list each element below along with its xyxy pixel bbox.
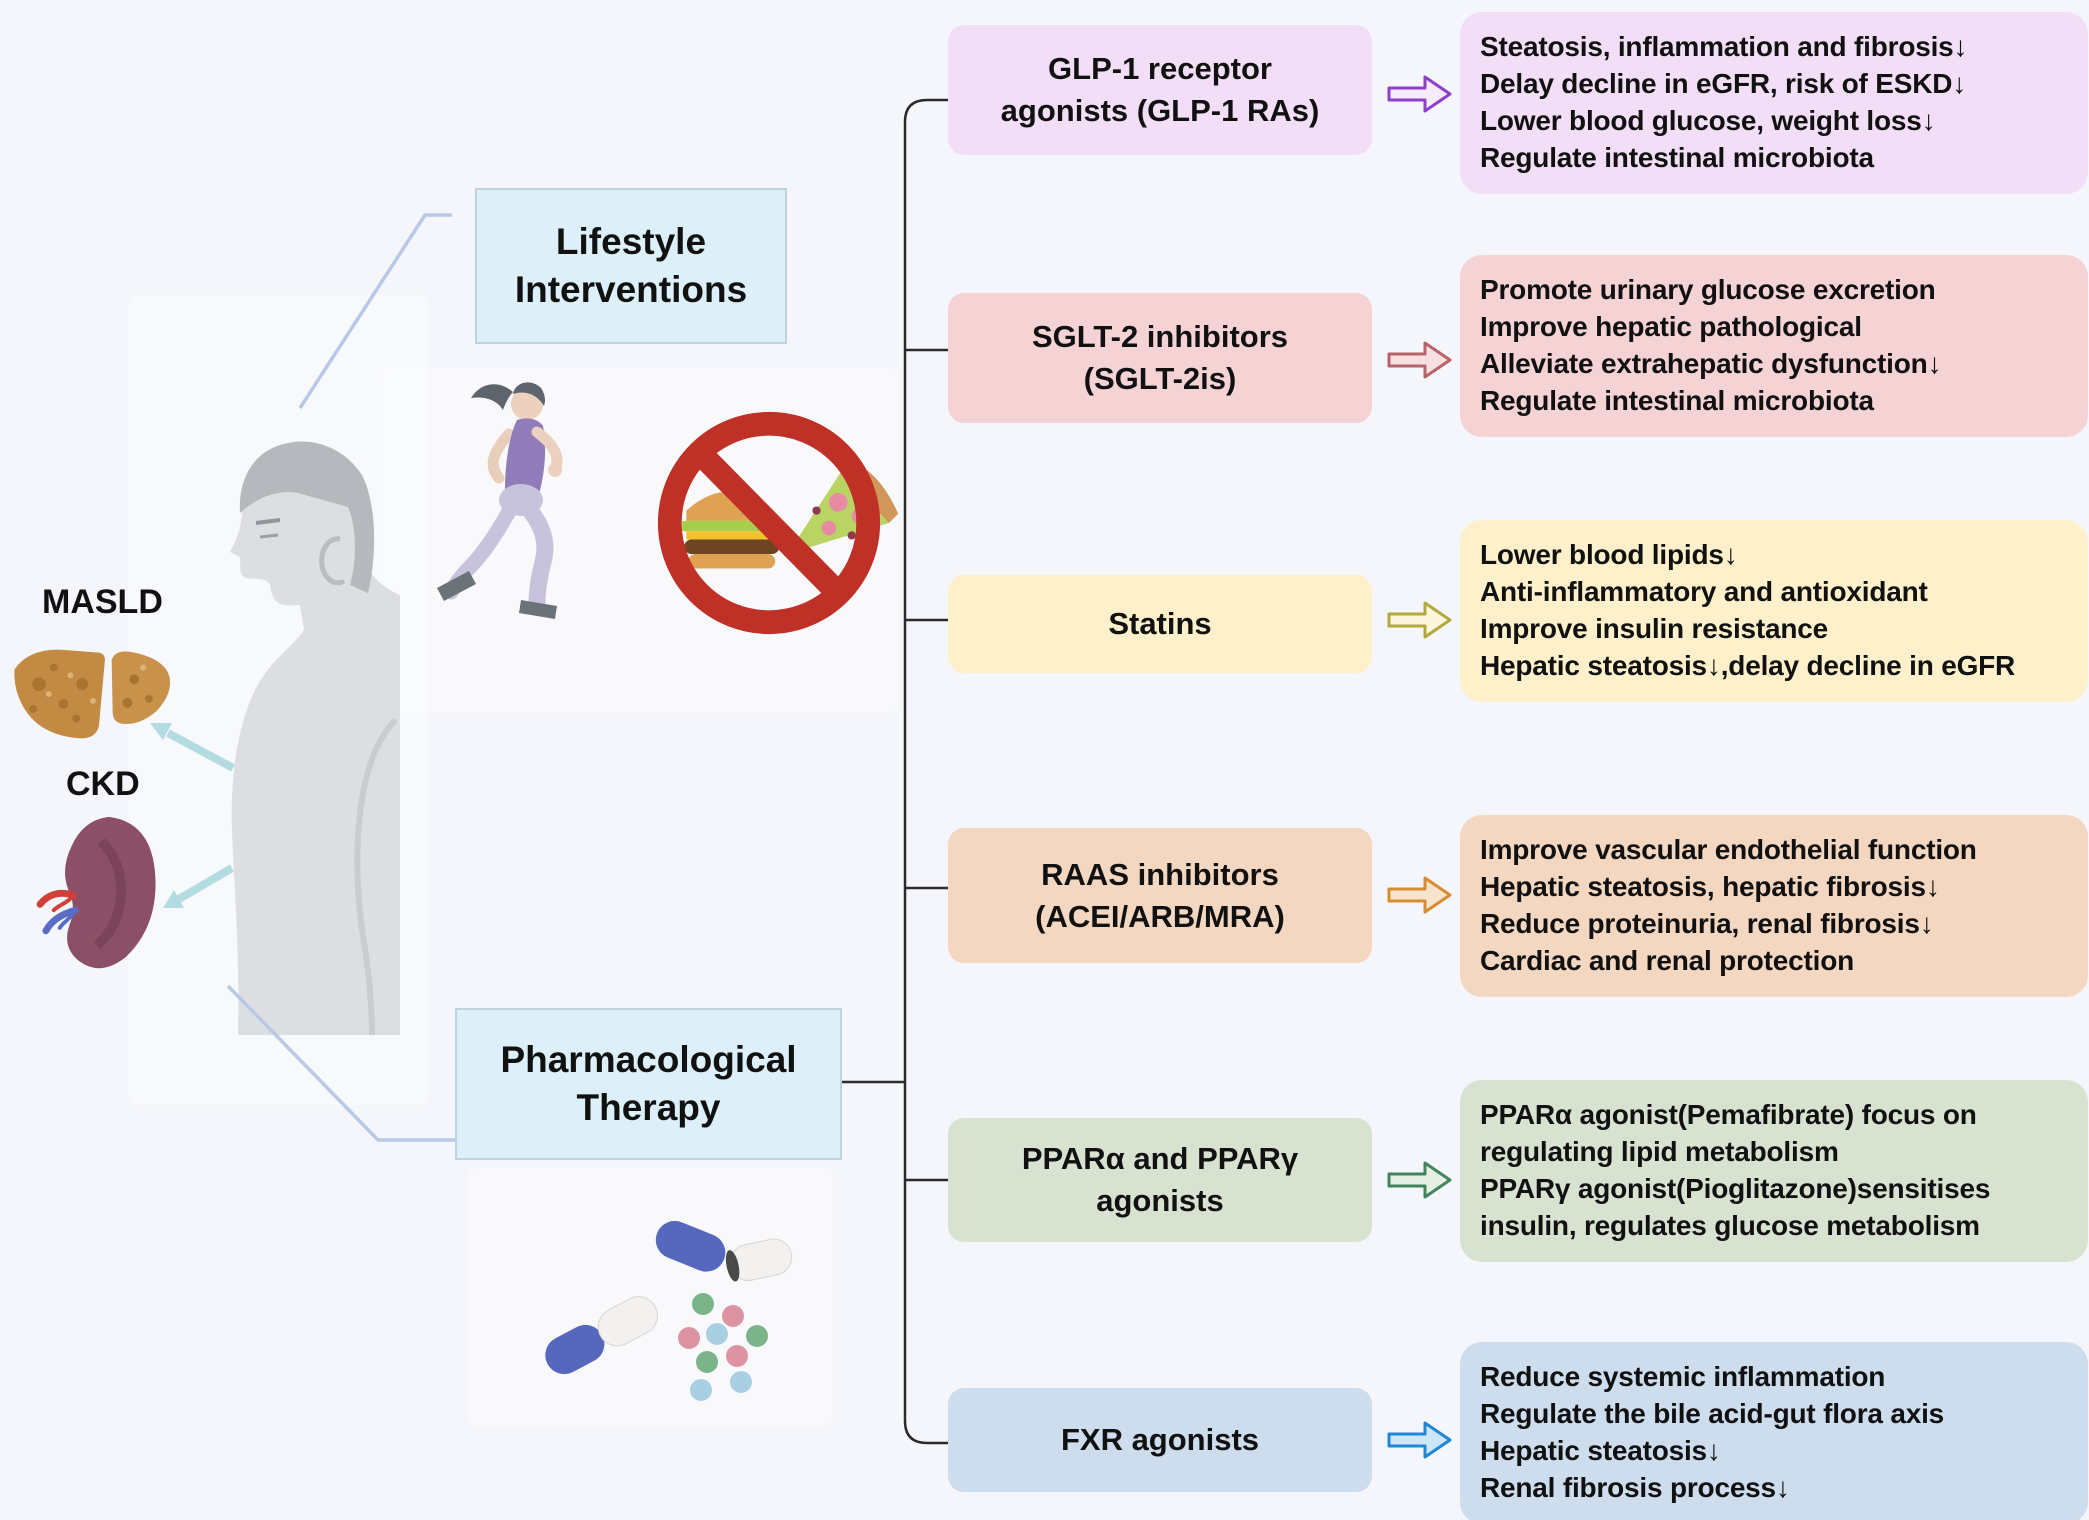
effects-box-statins: Lower blood lipids↓ Anti-inflammatory an… — [1460, 520, 2088, 702]
lifestyle-link-line — [298, 213, 452, 409]
drug-label-glp1: GLP-1 receptor agonists (GLP-1 RAs) — [1000, 51, 1320, 128]
fatty-liver-icon — [14, 649, 171, 739]
effects-text-raas: Improve vascular endothelial function He… — [1480, 834, 1977, 976]
lifestyle-interventions-label: Lifestyle Interventions — [514, 220, 748, 310]
drug-box-fxr: FXR agonists — [948, 1388, 1372, 1492]
effects-box-fxr: Reduce systemic inflammation Regulate th… — [1460, 1342, 2088, 1520]
backing-panel-pills — [468, 1168, 833, 1426]
drug-box-glp1: GLP-1 receptor agonists (GLP-1 RAs) — [948, 25, 1372, 155]
pharmacological-link-line — [226, 984, 456, 1142]
masld-label: MASLD — [42, 583, 163, 621]
human-profile-silhouette — [230, 441, 400, 1036]
effects-text-fxr: Reduce systemic inflammation Regulate th… — [1480, 1361, 1945, 1503]
pills-capsules-icon — [545, 1220, 793, 1401]
drug-label-fxr: FXR agonists — [1060, 1422, 1260, 1458]
pharmacological-therapy-box: Pharmacological Therapy — [455, 1008, 842, 1160]
drug-label-sglt2: SGLT-2 inhibitors (SGLT-2is) — [1031, 319, 1289, 396]
effects-box-raas: Improve vascular endothelial function He… — [1460, 815, 2088, 997]
drug-label-ppar: PPARα and PPARγ agonists — [1021, 1141, 1299, 1218]
kidney-icon — [36, 816, 156, 969]
ckd-label: CKD — [66, 765, 140, 803]
body-to-liver-arrow — [150, 723, 235, 772]
drug-box-statins: Statins — [948, 575, 1372, 673]
effects-text-ppar: PPARα agonist(Pemafibrate) focus on regu… — [1480, 1099, 1991, 1241]
pharmacological-therapy-label: Pharmacological Therapy — [500, 1038, 797, 1128]
block-arrow-icon-fxr — [1387, 1421, 1452, 1459]
effects-text-sglt2: Promote urinary glucose excretion Improv… — [1480, 274, 1942, 416]
block-arrow-icon-raas — [1387, 876, 1452, 914]
body-to-kidney-arrow — [163, 864, 235, 908]
drug-label-raas: RAAS inhibitors (ACEI/ARB/MRA) — [1035, 856, 1285, 934]
effects-box-ppar: PPARα agonist(Pemafibrate) focus on regu… — [1460, 1080, 2088, 1262]
drug-box-raas: RAAS inhibitors (ACEI/ARB/MRA) — [948, 828, 1372, 963]
drug-label-statins: Statins — [1108, 606, 1212, 642]
block-arrow-icon-glp1 — [1387, 75, 1452, 113]
lifestyle-interventions-box: Lifestyle Interventions — [475, 188, 787, 344]
effects-text-statins: Lower blood lipids↓ Anti-inflammatory an… — [1480, 539, 2016, 681]
block-arrow-icon-statins — [1387, 601, 1452, 639]
running-woman-icon — [437, 382, 563, 619]
effects-box-sglt2: Promote urinary glucose excretion Improv… — [1460, 255, 2088, 437]
drug-box-ppar: PPARα and PPARγ agonists — [948, 1118, 1372, 1242]
drug-box-sglt2: SGLT-2 inhibitors (SGLT-2is) — [948, 293, 1372, 423]
effects-text-glp1: Steatosis, inflammation and fibrosis↓ De… — [1480, 31, 1968, 173]
no-junk-food-icon — [657, 411, 899, 635]
block-arrow-icon-sglt2 — [1387, 341, 1452, 379]
drug-tree-bracket — [838, 98, 950, 1445]
block-arrow-icon-ppar — [1387, 1161, 1452, 1199]
effects-box-glp1: Steatosis, inflammation and fibrosis↓ De… — [1460, 12, 2088, 194]
